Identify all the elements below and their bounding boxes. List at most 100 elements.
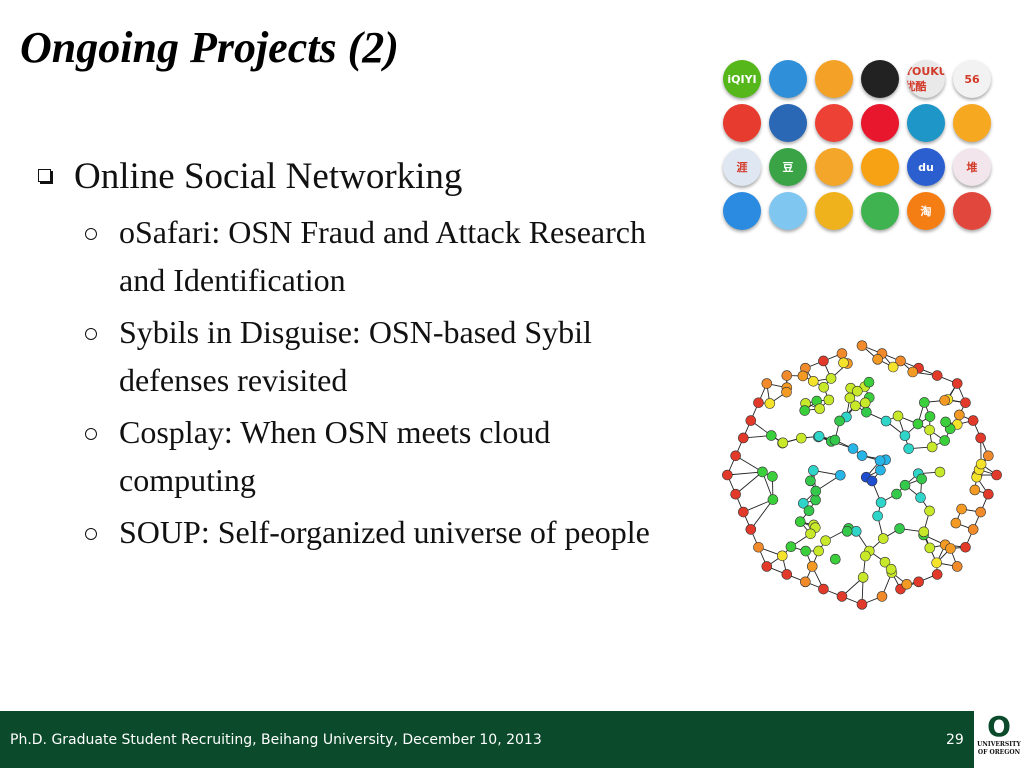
sub-bullet-text: Cosplay: When OSN meets cloud computing — [119, 414, 551, 498]
graph-node — [850, 400, 861, 412]
graph-node — [838, 357, 849, 369]
sub-bullet-item: Sybils in Disguise: OSN-based Sybil defe… — [85, 308, 688, 404]
graph-node — [924, 411, 936, 422]
graph-node — [800, 545, 812, 557]
sub-bullet-text: Sybils in Disguise: OSN-based Sybil defe… — [119, 314, 592, 398]
square-bullet-icon — [38, 152, 74, 182]
graph-node — [847, 443, 859, 454]
graph-node — [877, 533, 889, 544]
logo-text-line1: UNIVERSITY — [977, 741, 1021, 748]
graph-node — [776, 550, 788, 562]
graph-node — [857, 572, 869, 583]
renren-icon — [769, 104, 807, 142]
page-number: 29 — [946, 732, 964, 748]
graph-node — [813, 431, 825, 442]
graph-node — [919, 397, 930, 408]
ya-app-icon: 涯 — [723, 148, 761, 186]
graph-node — [764, 398, 776, 409]
graph-node — [899, 479, 911, 491]
baidu-icon: du — [907, 148, 945, 186]
graph-node — [924, 505, 935, 517]
graph-node — [810, 494, 821, 506]
circle-bullet-icon — [85, 208, 119, 240]
graph-node — [859, 397, 871, 409]
graph-node — [983, 450, 994, 462]
graph-node — [856, 340, 868, 351]
chat-bubble-icon — [769, 192, 807, 230]
graph-node — [960, 397, 971, 409]
graph-node — [806, 561, 818, 572]
graph-node — [814, 403, 825, 415]
graph-node — [722, 469, 733, 481]
graph-node — [983, 488, 994, 500]
graph-node — [818, 381, 830, 393]
social-network-graph — [722, 340, 1002, 610]
graph-node — [852, 385, 863, 397]
graph-node — [895, 355, 906, 367]
graph-node — [967, 415, 979, 426]
graph-node — [860, 550, 871, 562]
graph-node — [956, 503, 967, 515]
graph-node — [960, 541, 971, 553]
footer-text: Ph.D. Graduate Student Recruiting, Beiha… — [10, 732, 542, 748]
graph-node — [969, 484, 981, 496]
graph-node — [818, 583, 829, 595]
graph-node — [738, 506, 749, 518]
graph-node — [745, 524, 757, 535]
graph-node — [885, 563, 897, 575]
graph-node — [799, 405, 811, 416]
graph-nodes — [722, 340, 1002, 610]
graph-node — [836, 591, 848, 602]
graph-node — [861, 406, 872, 418]
graph-node — [975, 458, 987, 470]
graph-node — [777, 437, 789, 449]
graph-node — [991, 469, 1002, 481]
graph-node — [954, 409, 965, 421]
graph-node — [761, 561, 773, 572]
graph-node — [907, 366, 919, 378]
graph-node — [781, 569, 793, 580]
graph-node — [875, 497, 887, 508]
graph-node — [800, 576, 811, 588]
graph-node — [781, 370, 793, 381]
circle-bullet-icon — [85, 408, 119, 440]
graph-node — [975, 506, 986, 518]
graph-node — [951, 378, 963, 389]
logo-letter: O — [987, 710, 1011, 743]
graph-node — [903, 443, 914, 454]
graph-node — [798, 498, 809, 509]
wechat-icon — [861, 192, 899, 230]
graph-node — [916, 473, 927, 485]
graph-node — [875, 464, 886, 476]
sub-bullet-item: oSafari: OSN Fraud and Attack Research a… — [85, 208, 688, 304]
graph-node — [785, 541, 797, 553]
graph-node — [797, 370, 809, 382]
sub-bullet-item: Cosplay: When OSN meets cloud computing — [85, 408, 688, 504]
bullet-list: Online Social Networking oSafari: OSN Fr… — [38, 152, 688, 560]
fox-app-icon — [815, 192, 853, 230]
graph-node — [805, 528, 816, 540]
graph-node — [866, 475, 878, 487]
pptv-icon — [769, 60, 807, 98]
graph-node — [924, 542, 936, 554]
sub-bullet-text: oSafari: OSN Fraud and Attack Research a… — [119, 214, 646, 298]
star-app-icon — [861, 104, 899, 142]
graph-node — [894, 523, 905, 534]
graph-node — [887, 361, 899, 373]
bullet-item: Online Social Networking — [38, 152, 688, 202]
graph-node — [967, 524, 979, 535]
smile-app-icon — [815, 60, 853, 98]
graph-node — [829, 434, 841, 446]
graph-node — [745, 415, 757, 426]
phoenix-icon — [953, 104, 991, 142]
bird-app-icon — [815, 148, 853, 186]
graph-node — [730, 450, 741, 462]
weibo-icon — [723, 104, 761, 142]
qq-icon — [723, 192, 761, 230]
fetion-icon — [815, 104, 853, 142]
graph-node — [820, 535, 831, 546]
graph-node — [753, 397, 764, 409]
graph-node — [803, 505, 815, 517]
graph-node — [931, 370, 943, 381]
